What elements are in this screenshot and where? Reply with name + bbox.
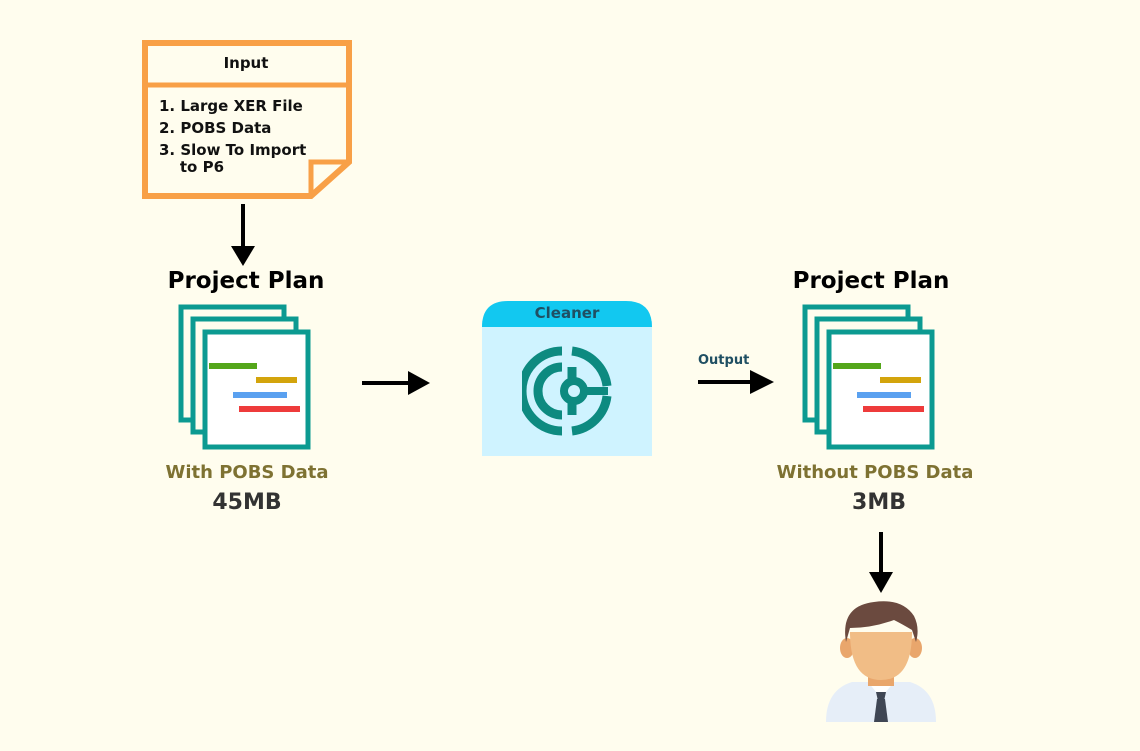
right-plan-subtitle: Without POBS Data	[776, 462, 974, 483]
arrow-down-icon	[869, 532, 893, 593]
input-note-item-1: 1. Large XER File	[159, 97, 303, 115]
input-note-item-2: 2. POBS Data	[159, 119, 272, 137]
document-stack-icon	[178, 304, 311, 450]
input-note-title: Input	[223, 54, 269, 72]
input-note-item-3: 3. Slow To Import to P6	[159, 141, 307, 176]
arrow-right-icon	[362, 371, 430, 395]
arrow-right-output-icon	[698, 370, 774, 394]
output-label: Output	[698, 353, 750, 368]
cleaner-logo-icon	[522, 346, 612, 436]
right-plan-size: 3MB	[852, 490, 906, 515]
cleaner-label: Cleaner	[534, 304, 600, 322]
left-plan-size: 45MB	[212, 490, 282, 515]
arrow-down-icon	[231, 204, 255, 266]
right-plan-title: Project Plan	[792, 268, 950, 294]
input-note	[142, 40, 352, 199]
user-avatar-icon	[826, 601, 936, 722]
document-stack-icon	[802, 304, 935, 450]
left-plan-title: Project Plan	[167, 268, 325, 294]
left-plan-subtitle: With POBS Data	[165, 462, 329, 483]
